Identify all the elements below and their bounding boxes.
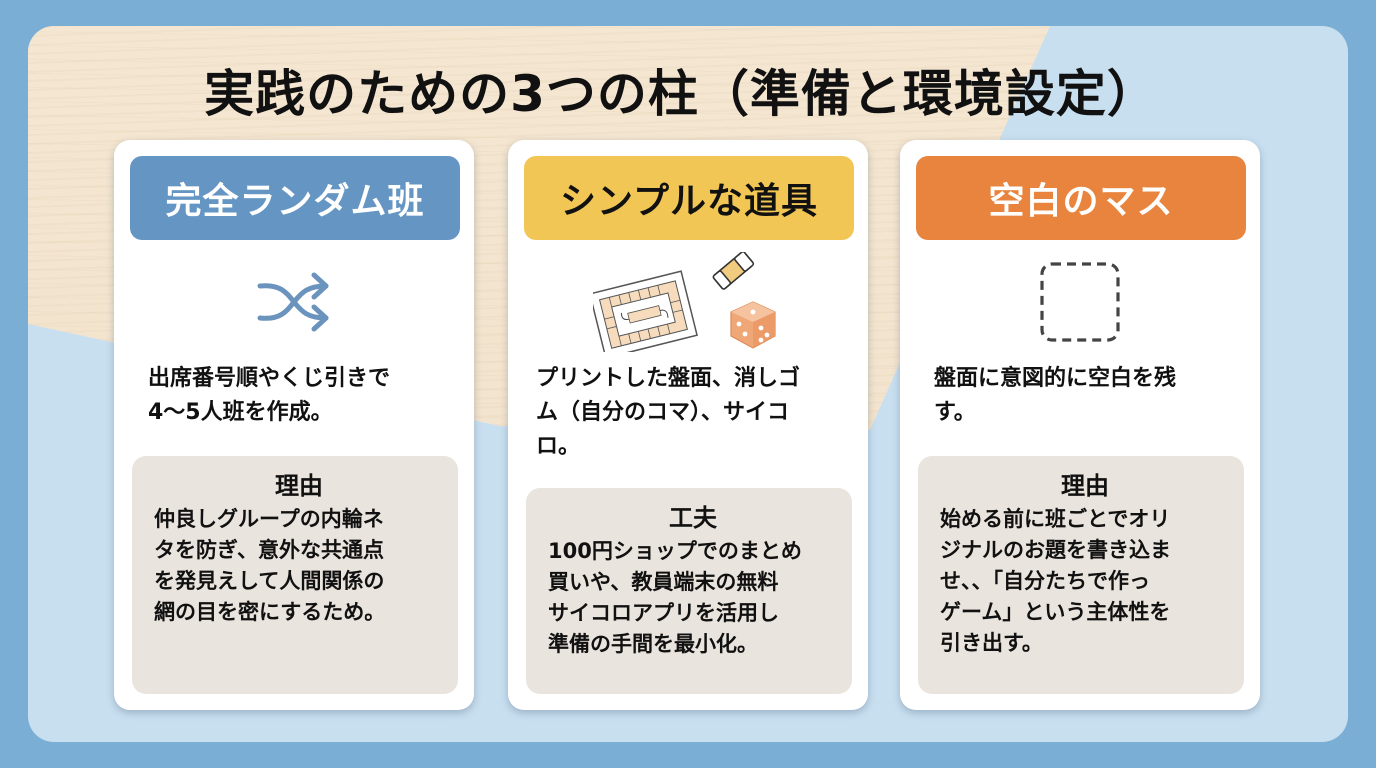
reason-box: 理由 仲良しグループの内輪ネ タを防ぎ、意外な共通点 を発見えして人間関係の 網… [132, 456, 458, 694]
reason-title: 理由 [1061, 472, 1109, 500]
reason-title: 理由 [275, 472, 323, 500]
pillar-header: 完全ランダム班 [130, 156, 460, 240]
game-board-icon [593, 270, 698, 352]
pillar-card-simple-tools: シンプルな道具 [508, 140, 868, 710]
reason-text: 始める前に班ごとでオリ ジナルのお題を書き込ま せ、、「自分たちで作っ ゲーム」… [940, 507, 1171, 655]
tip-box: 工夫 100円ショップでのまとめ 買いや、教員端末の無料 サイコロアプリを活用し… [526, 488, 852, 694]
slide-frame: 実践のための3つの柱（準備と環境設定） 完全ランダム班 出席番号順やくじ引きで … [28, 26, 1348, 742]
slide-title: 実践のための3つの柱（準備と環境設定） [204, 65, 1158, 123]
pillar-card-blank-squares: 空白のマス 盤面に意図的に空白を残 す。 理由 始める前に班ごとでオリ ジナルの… [900, 140, 1260, 710]
eraser-icon [712, 252, 755, 290]
tip-title: 工夫 [669, 504, 717, 532]
reason-box: 理由 始める前に班ごとでオリ ジナルのお題を書き込ま せ、、「自分たちで作っ ゲ… [918, 456, 1244, 694]
pillar-header: シンプルな道具 [524, 156, 854, 240]
reason-text: 仲良しグループの内輪ネ タを防ぎ、意外な共通点 を発見えして人間関係の 網の目を… [154, 507, 386, 624]
dice-icon [730, 301, 776, 349]
pillar-description: 出席番号順やくじ引きで 4〜5人班を作成。 [148, 366, 391, 425]
tip-text: 100円ショップでのまとめ 買いや、教員端末の無料 サイコロアプリを活用し 準備… [548, 539, 802, 656]
dashed-square-icon [900, 252, 1260, 352]
shuffle-icon [114, 252, 474, 352]
pillar-description: 盤面に意図的に空白を残 す。 [934, 366, 1177, 425]
pillar-header: 空白のマス [916, 156, 1246, 240]
pillar-description: プリントした盤面、消しゴ ム（自分のコマ）、サイコ ロ。 [536, 366, 801, 459]
pillar-card-random-groups: 完全ランダム班 出席番号順やくじ引きで 4〜5人班を作成。 理由 仲良しグループ… [114, 140, 474, 710]
board-eraser-dice-icon [508, 252, 868, 352]
